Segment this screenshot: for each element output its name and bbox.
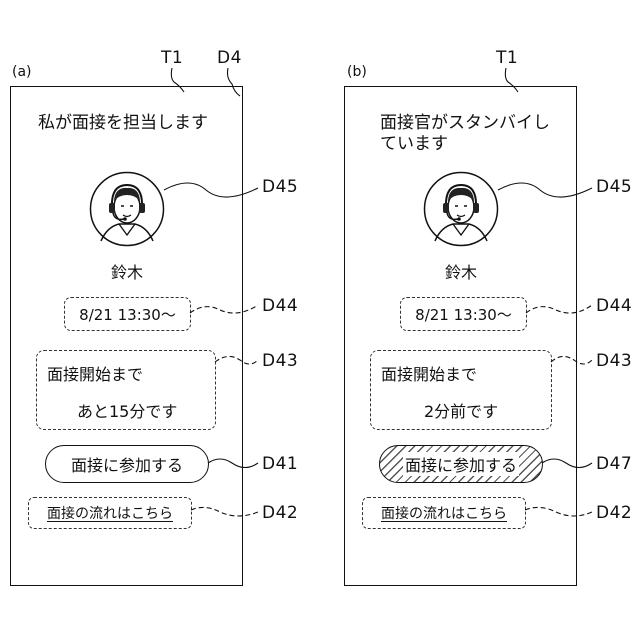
- leader-countdown-b: [551, 356, 592, 364]
- leader-datetime-a: [190, 305, 258, 313]
- leader-avatar-a: [164, 183, 258, 197]
- leader-flow-a: [191, 507, 258, 516]
- leader-datetime-b: [526, 305, 592, 313]
- leader-flow-b: [525, 507, 592, 516]
- leader-join-a: [208, 459, 258, 468]
- leader-countdown-a: [215, 356, 258, 364]
- leader-screen-a: [228, 68, 241, 96]
- leader-avatar-b: [498, 183, 592, 197]
- leader-terminal-b: [505, 68, 518, 92]
- leader-terminal-a: [171, 68, 184, 92]
- leader-join-b: [542, 459, 592, 468]
